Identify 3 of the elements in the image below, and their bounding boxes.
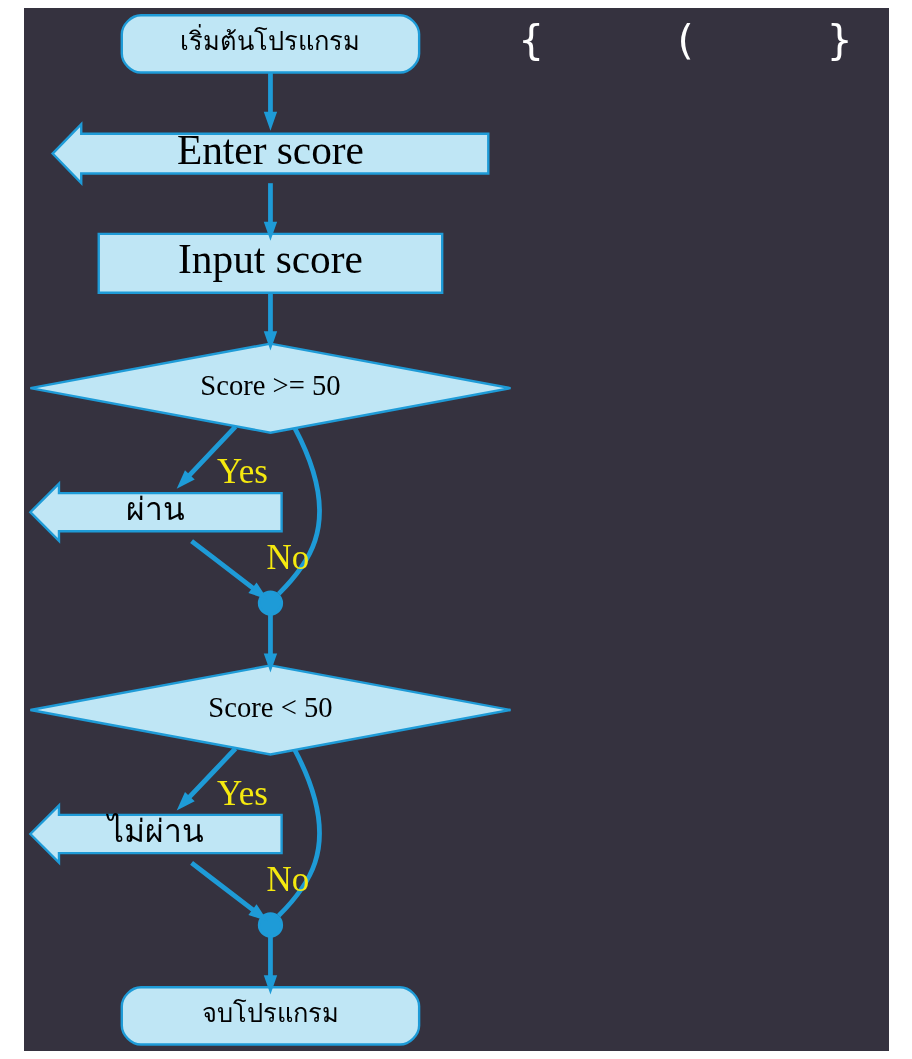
label: ( — [676, 15, 694, 64]
label: } — [826, 15, 853, 64]
label: { — [517, 15, 544, 64]
